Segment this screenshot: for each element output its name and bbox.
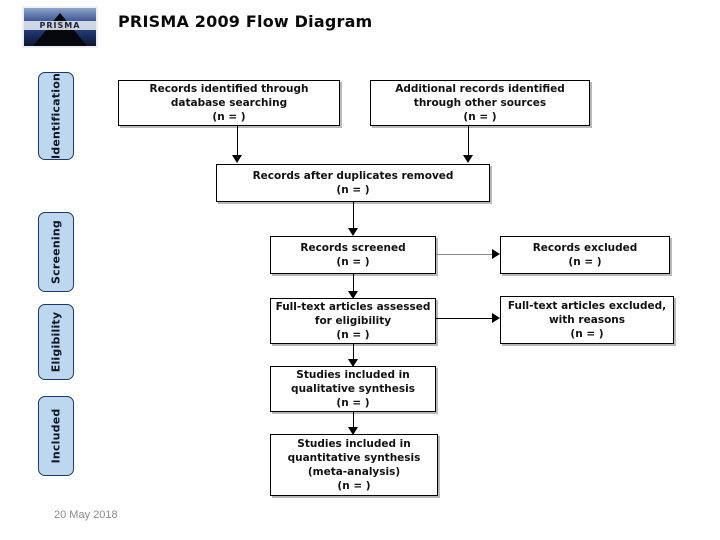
connector-database-to-duplicates xyxy=(237,126,238,160)
box-records-screened: Records screened (n = ) xyxy=(270,236,436,274)
box-records-after-duplicates-removed: Records after duplicates removed (n = ) xyxy=(216,164,490,202)
box-fulltext-excluded-line1: Full-text articles excluded, xyxy=(507,299,667,312)
box-additional-records-line2: through other sources xyxy=(413,96,547,109)
phase-label-identification-text: Identification xyxy=(49,72,63,160)
box-quantitative-line2: quantitative synthesis xyxy=(287,451,421,464)
box-quantitative-count: (n = ) xyxy=(337,480,371,493)
box-fulltext-assessed-line2: for eligibility xyxy=(314,314,392,327)
box-quantitative-line1: Studies included in xyxy=(297,437,411,450)
connector-screened-to-fulltext xyxy=(353,274,354,298)
prisma-logo: PRISMA xyxy=(22,6,98,48)
box-records-identified-database: Records identified through database sear… xyxy=(118,80,340,126)
box-records-excluded: Records excluded (n = ) xyxy=(500,236,670,274)
prisma-logo-graphic: PRISMA xyxy=(24,8,96,46)
logo-wordmark: PRISMA xyxy=(39,21,81,30)
arrowhead-fulltext-to-excluded xyxy=(492,313,500,323)
connector-fulltext-to-excluded xyxy=(436,318,498,319)
arrowhead-database-to-duplicates xyxy=(232,155,242,163)
page-title: PRISMA 2009 Flow Diagram xyxy=(118,12,373,31)
box-fulltext-excluded-line2: with reasons xyxy=(548,313,626,326)
arrowhead-screened-to-excluded xyxy=(492,249,500,259)
box-additional-records-count: (n = ) xyxy=(463,111,497,124)
box-records-excluded-line1: Records excluded xyxy=(532,241,638,254)
box-fulltext-assessed-count: (n = ) xyxy=(336,329,370,342)
connector-duplicates-to-screened xyxy=(353,202,354,234)
box-fulltext-excluded-count: (n = ) xyxy=(570,328,604,341)
phase-label-included: Included xyxy=(38,396,74,476)
box-additional-records-other-sources: Additional records identified through ot… xyxy=(370,80,590,126)
box-fulltext-excluded-reasons: Full-text articles excluded, with reason… xyxy=(500,296,674,344)
box-records-screened-line1: Records screened xyxy=(300,241,406,254)
arrowhead-other-to-duplicates xyxy=(463,155,473,163)
box-fulltext-assessed-line1: Full-text articles assessed xyxy=(275,300,431,313)
phase-label-screening: Screening xyxy=(38,212,74,292)
connector-other-to-duplicates xyxy=(468,126,469,160)
box-additional-records-line1: Additional records identified xyxy=(395,82,565,95)
box-records-screened-count: (n = ) xyxy=(336,256,370,268)
box-duplicates-removed-line1: Records after duplicates removed xyxy=(252,169,454,182)
logo-band xyxy=(24,21,96,30)
arrowhead-fulltext-to-qualitative xyxy=(348,359,358,367)
phase-label-screening-text: Screening xyxy=(49,220,63,284)
connector-qualitative-to-quantitative xyxy=(353,412,354,434)
arrowhead-screened-to-fulltext xyxy=(348,291,358,299)
box-records-excluded-count: (n = ) xyxy=(568,256,602,268)
date-stamp: 20 May 2018 xyxy=(54,509,118,521)
box-records-identified-database-line1: Records identified through xyxy=(149,82,309,95)
box-qualitative-count: (n = ) xyxy=(336,397,370,410)
arrowhead-qualitative-to-quantitative xyxy=(348,427,358,435)
box-quantitative-line3: (meta-analysis) xyxy=(307,466,401,478)
phase-label-eligibility-text: Eligibility xyxy=(49,311,63,373)
connector-screened-to-excluded xyxy=(436,254,498,255)
phase-label-included-text: Included xyxy=(49,408,63,464)
box-studies-qualitative-synthesis: Studies included in qualitative synthesi… xyxy=(270,366,436,412)
phase-label-eligibility: Eligibility xyxy=(38,304,74,380)
box-qualitative-line2: qualitative synthesis xyxy=(291,382,415,395)
box-studies-quantitative-synthesis: Studies included in quantitative synthes… xyxy=(270,434,438,496)
arrowhead-duplicates-to-screened xyxy=(348,228,358,236)
box-duplicates-removed-count: (n = ) xyxy=(336,184,370,196)
box-records-identified-database-line2: database searching xyxy=(170,96,288,109)
connector-fulltext-to-qualitative xyxy=(353,344,354,366)
phase-label-identification: Identification xyxy=(38,72,74,160)
box-qualitative-line1: Studies included in xyxy=(296,368,410,381)
box-records-identified-database-count: (n = ) xyxy=(212,111,246,124)
box-fulltext-assessed-eligibility: Full-text articles assessed for eligibil… xyxy=(270,298,436,344)
